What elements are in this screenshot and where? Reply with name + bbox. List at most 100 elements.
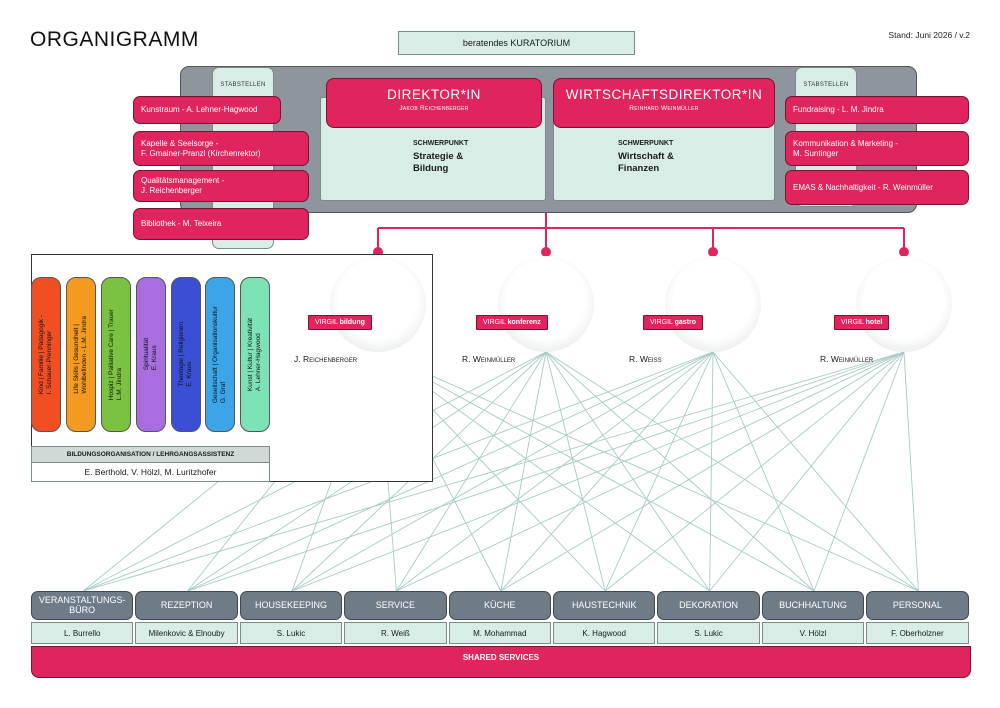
department-person: L. Burrello [31, 622, 134, 644]
wdirector-title: WIRTSCHAFTSDIREKTOR*IN [565, 87, 763, 102]
virgil-circle [330, 256, 426, 352]
virgil-label: VIRGIL bildung [308, 315, 372, 330]
stab-left-item: Bibliothek - M. Teixeira [133, 208, 309, 240]
virgil-person-initial: R. [462, 354, 473, 364]
department-person: S. Lukic [239, 622, 343, 644]
mesh-line [83, 351, 905, 592]
shared-services-label: SHARED SERVICES [462, 653, 540, 662]
virgil-prefix: VIRGIL [483, 319, 508, 326]
virgil-person-initial: R. [629, 354, 640, 364]
bildung-tab-label: Theologie | Religionen E. Kraus [178, 322, 193, 387]
mesh-line [709, 351, 905, 592]
bildungsorg-box: BILDUNGSORGANISATION / LEHRGANGSASSISTEN… [31, 446, 270, 482]
department-person: S. Lukic [657, 622, 760, 644]
department-header: DEKORATION [657, 591, 760, 620]
mesh-line [709, 351, 714, 592]
mesh-line [813, 351, 905, 592]
bildung-tab-label: Kind | Familie | Pädagogik - I. Schauer-… [38, 314, 53, 395]
bildung-tab-label: Life Skills | Gesundheit | Wohlbefinden … [73, 315, 88, 394]
director-box: DIREKTOR*IN Jakob Reichenberger [326, 78, 542, 128]
department-person: K. Hagwood [553, 622, 656, 644]
department-header: PERSONAL [866, 591, 969, 620]
bildung-tab: Spiritualität E. Kraus [136, 277, 166, 432]
virgil-label: VIRGIL hotel [834, 315, 890, 330]
mesh-line [377, 351, 919, 592]
virgil-person: R. Weiß [629, 354, 662, 364]
virgil-prefix: VIRGIL [650, 319, 675, 326]
bildungsorg-people: E. Berthold, V. Hölzl, M. Luritzhofer [31, 463, 270, 482]
mesh-line [187, 351, 905, 592]
wdirector-name: Reinhard Weinmüller [629, 105, 699, 112]
bildung-tab: Kind | Familie | Pädagogik - I. Schauer-… [31, 277, 61, 432]
stab-left-item: Kunstraum - A. Lehner-Hagwood [133, 96, 281, 124]
virgil-name: hotel [865, 319, 883, 326]
bildungsorg-label: BILDUNGSORGANISATION / LEHRGANGSASSISTEN… [31, 446, 270, 463]
stab-right-item: Fundraising - L. M. Jindra [785, 96, 969, 124]
director-name: Jakob Reichenberger [399, 105, 469, 112]
virgil-person-initial: R. [820, 354, 831, 364]
department-header: BUCHHALTUNG [761, 591, 865, 620]
department-person: Milenkovic & Elnouby [135, 622, 238, 644]
director-focus: Strategie & Bildung [413, 151, 464, 175]
department-person: R. Weiß [344, 622, 447, 644]
bildung-tab: Gesellschaft | Organisationskultur G. Gr… [205, 277, 235, 432]
department-header: HAUSTECHNIK [553, 591, 656, 620]
mesh-line [604, 351, 714, 592]
kuratorium-box: beratendes KURATORIUM [398, 31, 635, 55]
department-header: REZEPTION [135, 591, 238, 620]
shared-services-bar: SHARED SERVICES [31, 646, 971, 678]
connector-dot [899, 247, 909, 257]
bildung-tab: Theologie | Religionen E. Kraus [171, 277, 201, 432]
virgil-label: VIRGIL gastro [643, 315, 704, 330]
version-date: Stand: Juni 2026 / v.2 [888, 30, 970, 40]
virgil-circle [856, 256, 952, 352]
stab-right-item: EMAS & Nachhaltigkeit - R. Weinmüller [785, 170, 969, 205]
stabstellen-left-label: STABSTELLEN [220, 82, 266, 88]
mesh-line [903, 351, 919, 592]
mesh-line [377, 351, 815, 592]
stab-left-item: Kapelle & Seelsorge - F. Gmainer-Pranzl … [133, 131, 309, 166]
mesh-line [500, 351, 905, 592]
virgil-label: VIRGIL konferenz [476, 315, 548, 330]
mesh-line [396, 351, 905, 592]
department-header: KÜCHE [448, 591, 551, 620]
mesh-line [500, 351, 547, 592]
mesh-line [291, 351, 905, 592]
virgil-person-surname: Weiß [639, 354, 662, 364]
mesh-line [187, 351, 714, 592]
mesh-line [545, 351, 710, 592]
mesh-line [712, 351, 815, 592]
page-title: ORGANIGRAMM [30, 28, 199, 51]
wdirector-focus-label: SCHWERPUNKT [618, 140, 674, 147]
bildung-tab: Life Skills | Gesundheit | Wohlbefinden … [66, 277, 96, 432]
virgil-name: gastro [674, 319, 697, 326]
stab-right-item: Kommunikation & Marketing - M. Suntinger [785, 131, 969, 166]
virgil-person-surname: Weinmüller [472, 354, 516, 364]
bildung-tab: Kunst | Kultur | Kreativität A. Lehner-H… [240, 277, 270, 432]
bildung-tab-label: Kunst | Kultur | Kreativität A. Lehner-H… [247, 317, 262, 392]
director-focus-label: SCHWERPUNKT [413, 140, 469, 147]
stab-left-item: Qualitätsmanagement - J. Reichenberger [133, 170, 309, 202]
virgil-name: konferenz [507, 319, 541, 326]
department-person: V. Hölzl [761, 622, 865, 644]
virgil-person-surname: Weinmüller [830, 354, 874, 364]
bildung-tab-label: Gesellschaft | Organisationskultur G. Gr… [212, 305, 227, 404]
virgil-person: J. Reichenberger [294, 354, 357, 364]
connector-dot [708, 247, 718, 257]
mesh-line [291, 351, 714, 592]
department-header: HOUSEKEEPING [239, 591, 343, 620]
virgil-person-surname: Reichenberger [302, 354, 358, 364]
mesh-line [712, 351, 919, 592]
department-person: M. Mohammad [448, 622, 551, 644]
mesh-line [500, 351, 714, 592]
wdirector-focus: Wirtschaft & Finanzen [618, 151, 674, 175]
department-header: VERANSTALTUNGS- BÜRO [31, 591, 134, 620]
virgil-person: R. Weinmüller [820, 354, 873, 364]
virgil-prefix: VIRGIL [841, 319, 866, 326]
bildung-tab-label: Hospiz | Palliative Care | Trauer L.M. J… [108, 308, 123, 401]
mesh-line [396, 351, 547, 592]
virgil-person: R. Weinmüller [462, 354, 515, 364]
virgil-prefix: VIRGIL [315, 319, 340, 326]
virgil-person-initial: J. [294, 354, 303, 364]
department-header: SERVICE [344, 591, 447, 620]
